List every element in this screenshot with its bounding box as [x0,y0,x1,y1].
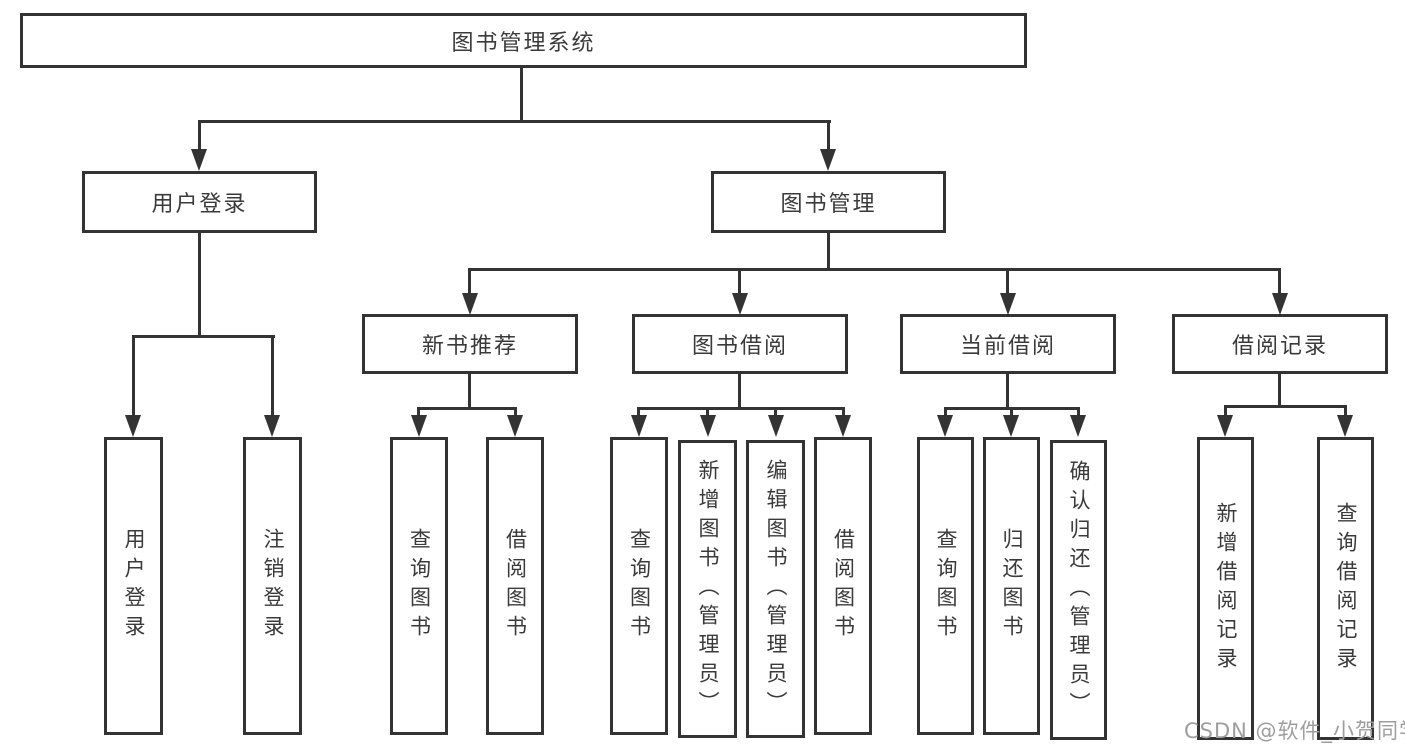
arrow-down-icon [937,415,953,437]
connector-line [738,268,741,293]
connector-line [774,407,777,415]
arrow-down-icon [820,149,836,171]
arrow-down-icon [835,415,851,437]
leaf-confirm-return-admin: 确认归还（管理员） [1050,440,1107,740]
node-user-login: 用户登录 [82,171,317,233]
arrow-down-icon [631,415,647,437]
connector-line [827,233,830,271]
connector-line [1344,405,1347,415]
arrow-down-icon [700,415,716,437]
connector-line [827,120,830,149]
arrow-down-icon [191,149,207,171]
connector-line [520,68,523,123]
leaf-query-book-3: 查询图书 [917,437,974,735]
watermark: CSDN @软件_小贺同学 [1184,719,1405,743]
connector-line [637,407,640,415]
connector-line [1224,405,1227,415]
arrow-down-icon [1070,415,1086,437]
connector-line [842,407,845,415]
connector-line [271,335,274,415]
connector-line [1278,374,1281,408]
arrow-down-icon [768,415,784,437]
leaf-borrow-book-2: 借阅图书 [814,437,872,735]
leaf-borrow-book-1: 借阅图书 [486,437,544,735]
connector-line [132,335,275,338]
connector-line [198,120,201,149]
connector-line [468,374,471,410]
leaf-query-borrow-record: 查询借阅记录 [1317,437,1374,740]
connector-line [1077,407,1080,415]
arrow-down-icon [411,415,427,437]
leaf-edit-book-admin: 编辑图书（管理员） [746,440,805,738]
connector-line [738,374,741,410]
arrow-down-icon [507,415,523,437]
leaf-logout: 注销登录 [243,437,302,735]
node-current-borrow: 当前借阅 [900,314,1116,374]
connector-line [1006,374,1009,410]
connector-line [132,335,135,415]
connector-line [468,268,471,293]
leaf-query-book-2: 查询图书 [610,437,668,735]
connector-line [468,268,1281,271]
connector-line [417,407,517,410]
connector-line [514,407,517,415]
connector-line [1006,268,1009,293]
connector-line [198,120,831,123]
connector-line [637,407,845,410]
leaf-return-book: 归还图书 [983,437,1040,735]
connector-line [1224,405,1347,408]
arrow-down-icon [1000,293,1016,315]
connector-line [1010,407,1013,415]
arrow-down-icon [1217,415,1233,437]
leaf-query-book-1: 查询图书 [390,437,448,735]
node-book-management: 图书管理 [711,171,946,233]
arrow-down-icon [732,293,748,315]
node-book-borrow: 图书借阅 [632,314,848,374]
arrow-down-icon [264,415,280,437]
arrow-down-icon [1003,415,1019,437]
connector-line [198,233,201,338]
connector-line [706,407,709,415]
arrow-down-icon [1337,415,1353,437]
arrow-down-icon [462,293,478,315]
connector-line [1278,268,1281,293]
node-new-book-recommend: 新书推荐 [362,314,578,374]
leaf-add-book-admin: 新增图书（管理员） [678,440,737,738]
node-borrow-record: 借阅记录 [1172,314,1388,374]
node-root: 图书管理系统 [20,13,1027,68]
leaf-user-login: 用户登录 [104,437,163,735]
connector-line [944,407,947,415]
arrow-down-icon [125,415,141,437]
arrow-down-icon [1272,293,1288,315]
connector-line [417,407,420,415]
leaf-add-borrow-record: 新增借阅记录 [1197,437,1254,740]
